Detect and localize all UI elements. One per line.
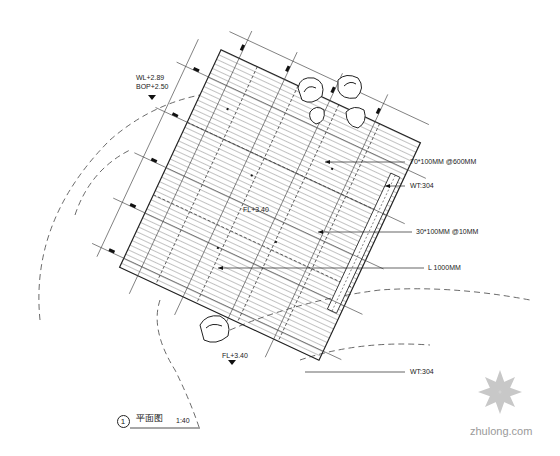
level-marker — [148, 95, 236, 365]
floor-level: FL+3.40 — [222, 352, 248, 360]
watermark-logo — [478, 370, 522, 414]
watermark: zhulong.com — [470, 425, 532, 437]
deck — [79, 8, 451, 387]
elevation-label: BOP+2.50 — [136, 83, 169, 91]
elevation-label: WL+2.89 — [136, 74, 164, 82]
material-note: 30*100MM @10MM — [416, 228, 478, 236]
drawing-title: 平面图 — [136, 414, 163, 424]
leader-line — [218, 162, 424, 372]
scale-label: 1:40 — [176, 417, 190, 425]
material-note: L 1000MM — [428, 264, 462, 272]
material-note: 70*100MM @600MM — [410, 158, 476, 166]
view-number-circle: 1 — [117, 415, 130, 428]
material-note: WT:304 — [410, 368, 434, 376]
stone — [200, 75, 365, 342]
floor-level: FL+3.40 — [243, 206, 269, 214]
view-number: 1 — [121, 417, 125, 426]
material-note: WT:304 — [410, 182, 434, 190]
